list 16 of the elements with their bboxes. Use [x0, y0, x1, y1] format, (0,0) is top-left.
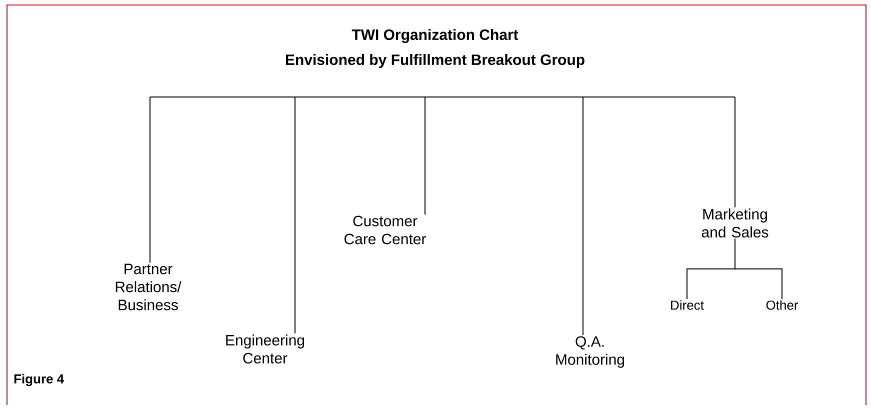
connector-line — [734, 96, 736, 208]
department-label: Customer Care Center — [344, 216, 426, 244]
chart-title: TWI Organization Chart — [352, 28, 518, 44]
department-label: Direct — [671, 300, 704, 310]
department-label: Engineering Center — [226, 334, 304, 364]
department-label: Partner Relations/ Business — [116, 264, 182, 310]
connector-line — [294, 96, 296, 334]
department-label: Marketing and Sales — [702, 208, 768, 238]
department-label: Q.A. Monitoring — [556, 336, 624, 368]
connector-line — [734, 238, 782, 300]
connector-line — [424, 96, 426, 215]
connector-line — [150, 96, 736, 98]
connector-line — [582, 96, 584, 336]
chart-subtitle: Envisioned by Fulfillment Breakout Group — [286, 54, 584, 68]
figure-caption: Figure 4 — [14, 374, 64, 386]
department-label: Other — [766, 300, 798, 310]
